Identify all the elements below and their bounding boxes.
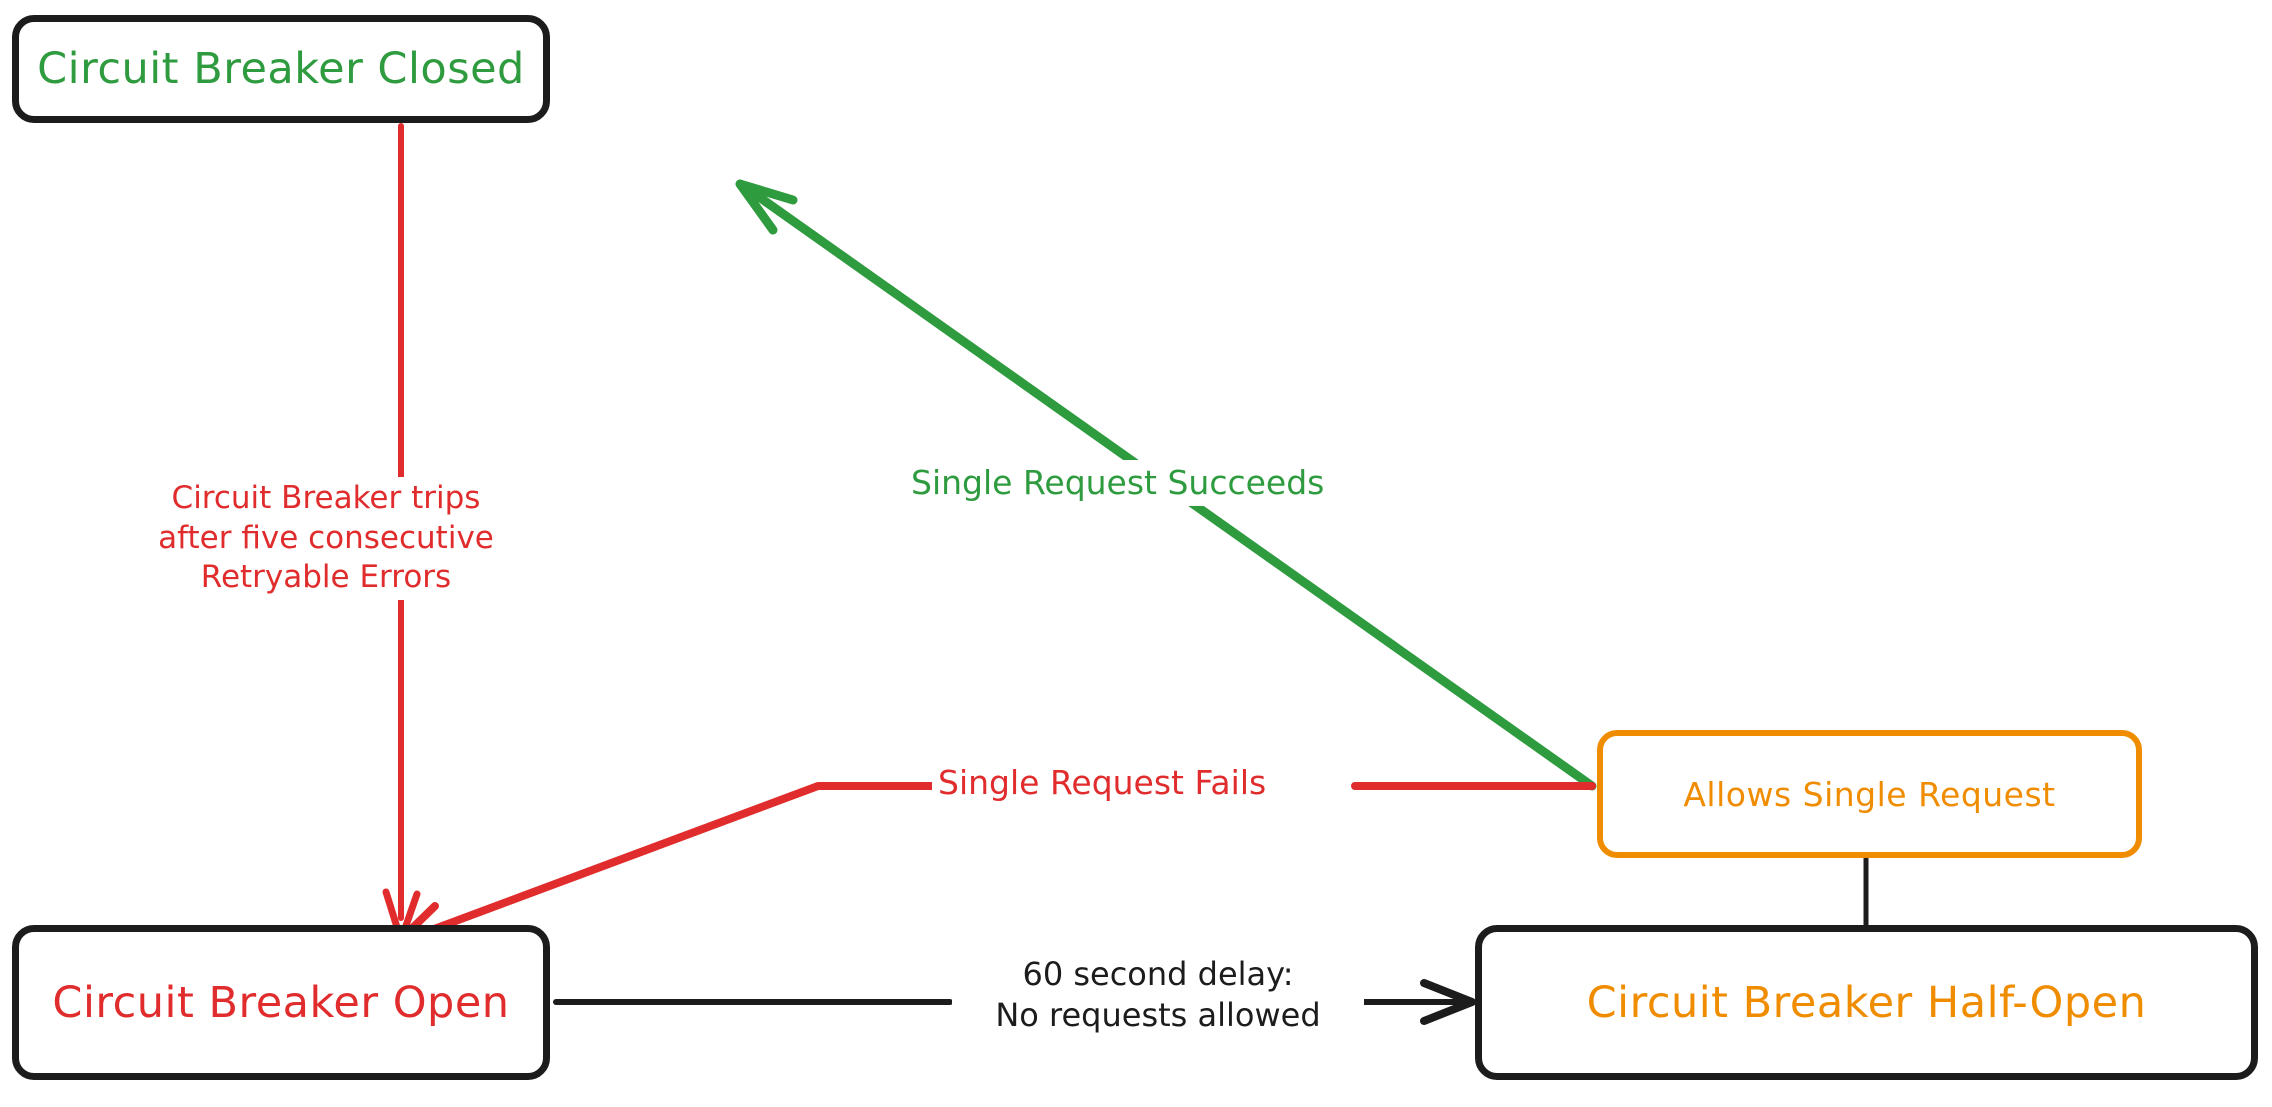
edge-label-line: Single Request Succeeds — [911, 463, 1325, 502]
edge-label-line: 60 second delay: — [1022, 955, 1294, 993]
node-allows-single-request[interactable]: Allows Single Request — [1597, 730, 2142, 858]
node-circuit-breaker-closed[interactable]: Circuit Breaker Closed — [12, 15, 550, 123]
edge-allows-to-open — [392, 782, 1596, 948]
edge-label-line: Single Request Fails — [938, 763, 1267, 802]
edge-label-allows-to-closed: Single Request Succeeds — [905, 460, 1331, 507]
edge-label-line: after five consecutive — [158, 519, 494, 556]
edge-label-line: Retryable Errors — [200, 559, 452, 596]
node-circuit-breaker-open[interactable]: Circuit Breaker Open — [12, 925, 550, 1080]
node-label-circuit-breaker-open: Circuit Breaker Open — [52, 977, 510, 1028]
edge-label-line: No requests allowed — [995, 995, 1321, 1034]
edge-label-open-to-half-open: 60 second delay: No requests allowed — [952, 952, 1364, 1038]
edge-label-allows-to-open: Single Request Fails — [932, 760, 1273, 807]
edge-label-line: Circuit Breaker trips — [171, 480, 481, 516]
node-circuit-breaker-half-open[interactable]: Circuit Breaker Half-Open — [1475, 925, 2258, 1080]
node-label-circuit-breaker-half-open: Circuit Breaker Half-Open — [1586, 977, 2147, 1028]
node-label-circuit-breaker-closed: Circuit Breaker Closed — [37, 44, 525, 94]
edge-label-closed-to-open: Circuit Breaker trips after five consecu… — [140, 477, 512, 601]
node-label-allows-single-request: Allows Single Request — [1683, 774, 2056, 814]
